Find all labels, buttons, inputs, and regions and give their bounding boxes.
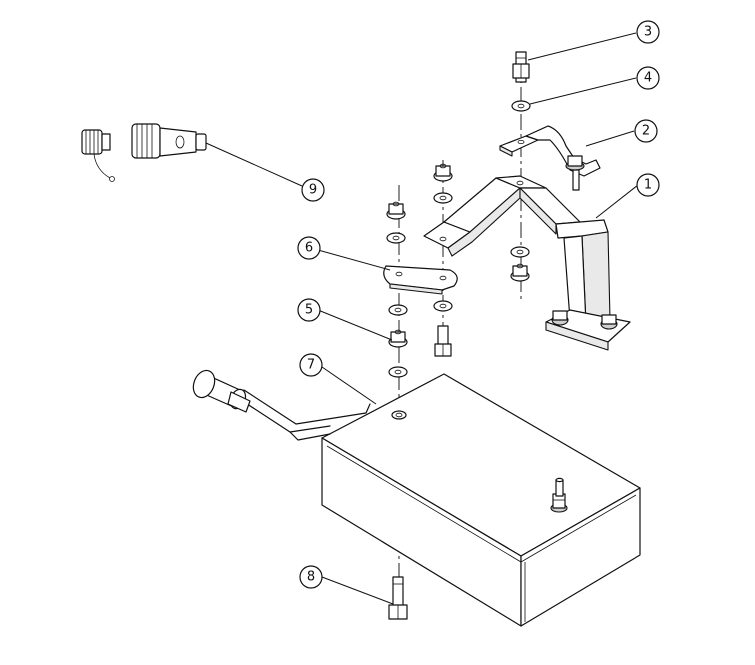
svg-text:1: 1 [644,178,652,193]
bottom-bolt [388,576,408,620]
svg-text:5: 5 [305,303,313,318]
svg-text:4: 4 [644,71,652,86]
callout-2: 2 [634,119,658,143]
middle-hardware-stack [433,163,453,357]
callout-9: 9 [301,178,325,202]
clamp-strap [499,125,601,191]
connector-cap [81,123,207,182]
svg-text:6: 6 [305,241,313,256]
callout-4: 4 [636,66,660,90]
callout-3: 3 [636,20,660,44]
right-lower-hardware [510,246,530,282]
box-stud [550,477,568,513]
washer-top [511,100,531,112]
svg-text:7: 7 [307,358,315,373]
left-hardware-stack [386,201,408,378]
cable-assembly [192,369,371,441]
callout-6: 6 [297,236,321,260]
main-bracket [423,175,631,351]
box-body [321,373,641,627]
callout-1: 1 [636,173,660,197]
svg-text:9: 9 [309,183,317,198]
leader-lines [205,32,639,605]
svg-text:8: 8 [307,570,315,585]
callout-5: 5 [297,298,321,322]
callout-8: 8 [299,565,323,589]
svg-text:2: 2 [642,124,650,139]
svg-text:3: 3 [644,25,652,40]
callout-7: 7 [299,353,323,377]
top-bolt [512,51,530,83]
spacer-plate [383,265,458,295]
